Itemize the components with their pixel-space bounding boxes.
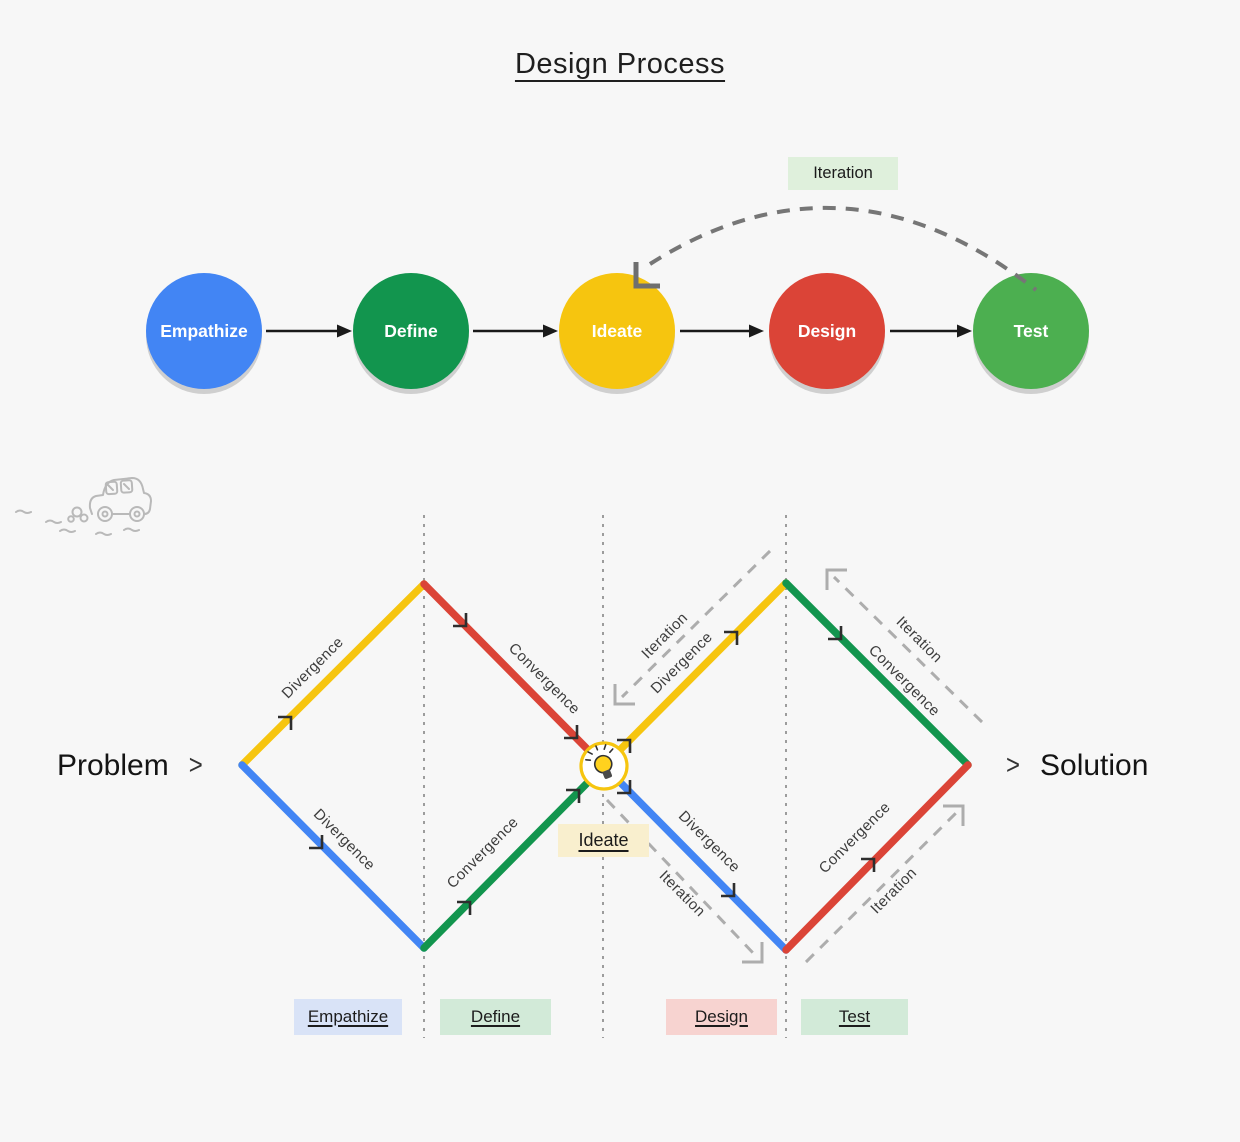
ideate-badge: Ideate [558,824,649,857]
problem-label: Problem [57,749,169,782]
ground-squiggle [45,519,62,524]
step-circle-ideate [559,273,675,389]
direction-arrowhead-icon [721,883,736,898]
ideate-node [579,741,629,791]
phase-label-text: Test [838,1007,871,1026]
step-label-ideate: Ideate [592,321,643,341]
phase-label-define: Define [440,999,551,1035]
label-iteration: Iteration [656,867,709,920]
iteration-badge: Iteration [788,157,898,190]
label-iteration: Iteration [867,864,920,917]
edge-convergence-left-bottom [420,762,608,952]
iteration-dash-line [804,811,958,964]
edge-convergence-right-bottom [782,761,972,954]
step-circle-design [769,273,885,389]
exhaust-puff [67,515,75,523]
direction-arrowhead-icon [453,613,468,628]
edge-divergence-left-top [238,580,428,769]
chevron-right-icon: > [188,749,203,781]
phase-label-text: Design [695,1007,748,1026]
ground-squiggle [15,509,32,514]
ground-squiggle [59,528,76,533]
car-wheel [129,506,145,522]
direction-arrowhead-icon [457,900,472,915]
label-convergence: Convergence [444,814,522,892]
direction-arrowhead-icon [724,630,739,645]
step-circle-define [353,273,469,389]
solution-label: Solution [1040,749,1149,782]
car-wheel [97,506,113,522]
direction-arrowhead-icon [828,626,843,641]
window-glare [123,483,130,490]
step-circle-test [973,273,1089,389]
arrow-head-icon [957,324,972,338]
iteration-arc-arrowhead-icon [633,262,660,289]
direction-arrowhead-icon [309,835,324,850]
step-circle-empathize [146,273,262,389]
process-flow: Empathize Define Ideate Design Test [146,205,1089,394]
iteration-arrowhead-icon [613,684,635,706]
step-label-test: Test [1014,321,1049,341]
edge-direction-markers [278,613,876,915]
arrow-head-icon [543,324,558,338]
exhaust-puff [71,506,83,518]
iteration-arc [648,205,1038,292]
double-diamond: Divergence Convergence Divergence Conver… [238,515,984,1038]
chevron-right-icon: > [1006,749,1021,781]
direction-arrowhead-icon [617,780,632,795]
iteration-arrowhead-icon [742,942,764,964]
edge-divergence-right-bottom [600,762,790,954]
phase-label-empathize: Empathize [294,999,402,1035]
solution-endpoint: > Solution [1006,747,1148,785]
edge-convergence-right-top [782,579,972,769]
page-title: Design Process [514,48,726,80]
iteration-arrowhead-icon [943,804,965,826]
exhaust-puff [79,513,89,523]
direction-arrowhead-icon [278,715,293,730]
iteration-arrowhead-icon [825,568,847,590]
edge-divergence-right-top [600,579,790,770]
step-label-empathize: Empathize [160,321,248,341]
label-convergence: Convergence [816,799,894,877]
phase-label-text: Empathize [307,1007,389,1026]
direction-arrowhead-icon [617,738,632,753]
car-doodle [15,477,152,536]
car-window [104,480,119,496]
ground-squiggle [95,531,112,536]
window-glare [107,484,114,491]
step-label-design: Design [798,321,856,341]
ideate-badge-label: Ideate [578,830,629,850]
step-label-define: Define [384,321,438,341]
car-window [119,479,134,494]
arrow-head-icon [337,324,352,338]
lightbulb-icon [585,744,614,779]
car-wheel-hub [101,510,109,518]
label-iteration: Iteration [893,613,946,666]
diamond-edges [238,579,972,954]
edge-convergence-left-top [420,580,608,770]
problem-endpoint: Problem > [57,747,203,785]
edge-divergence-left-bottom [238,761,428,952]
iteration-dash-line [620,549,772,699]
flow-arrows [266,324,972,338]
phase-label-text: Define [470,1007,521,1026]
direction-arrowhead-icon [566,788,581,803]
iteration-loops [605,549,984,964]
phase-label-design: Design [666,999,777,1035]
iteration-dash-line [832,575,984,724]
iteration-dash-line [605,798,757,957]
direction-arrowhead-icon [861,857,876,872]
arrow-head-icon [749,324,764,338]
car-body [88,477,152,515]
phase-label-test: Test [801,999,908,1035]
direction-arrowhead-icon [564,725,579,740]
ground-squiggle [123,527,140,532]
car-wheel-hub [133,510,141,518]
label-divergence: Divergence [675,808,744,877]
iteration-badge-label: Iteration [813,164,873,182]
